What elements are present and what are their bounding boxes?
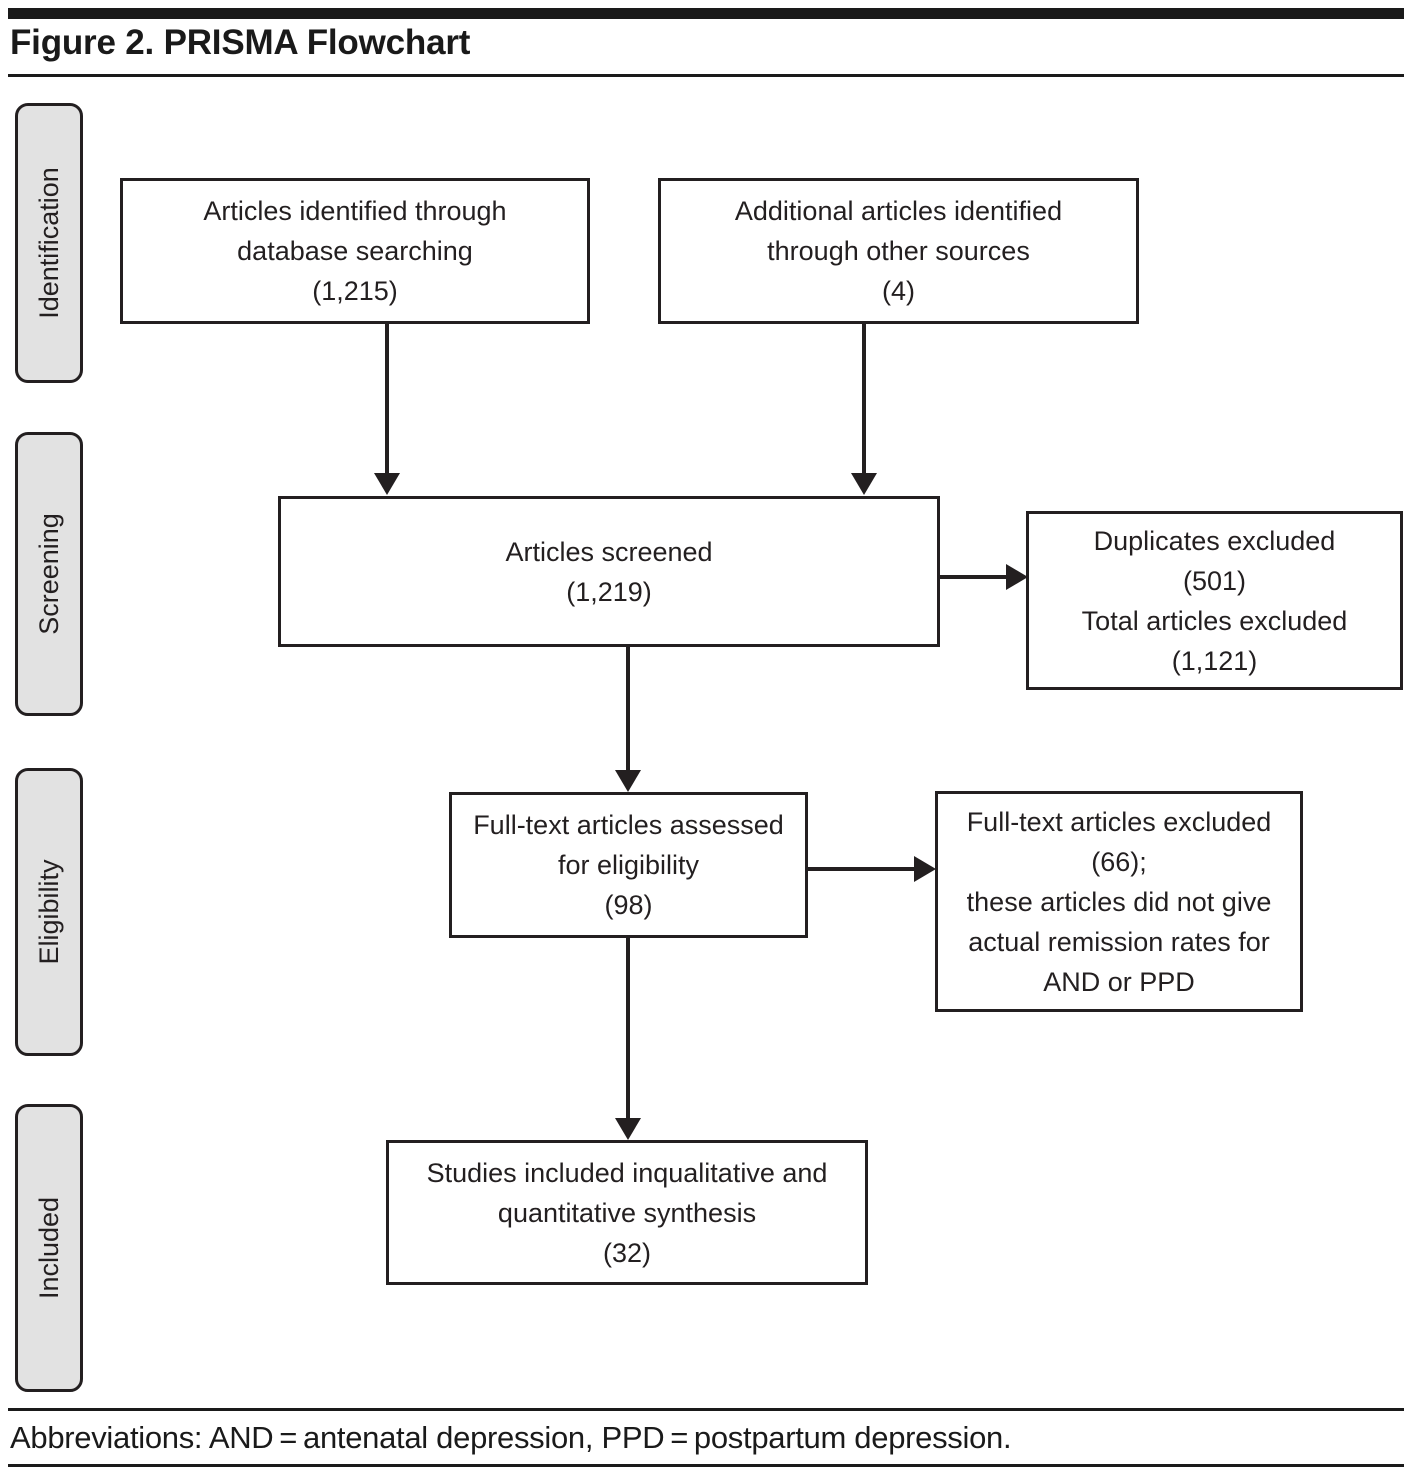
connector-screened-to-fulltext (626, 647, 630, 772)
stage-tab-included-label: Included (34, 1196, 64, 1300)
connector-database-to-screened (385, 324, 389, 476)
arrowhead-other-sources-to-screened (851, 473, 877, 495)
abbreviations-note: Abbreviations: AND = antenatal depressio… (10, 1420, 1012, 1455)
box-fulltext-excluded: Full-text articles excluded (66); these … (935, 791, 1303, 1012)
footer-rule-top (8, 1408, 1404, 1411)
stage-tab-identification-label: Identification (34, 167, 64, 319)
box-studies-included: Studies included inqualitative and quant… (386, 1140, 868, 1285)
footer-rule-bottom (8, 1464, 1404, 1467)
connector-fulltext-to-excluded (808, 867, 920, 871)
stage-tab-included: Included (15, 1104, 83, 1392)
box-articles-screened-text: Articles screened (1,219) (505, 536, 713, 607)
page-title: Figure 2. PRISMA Flowchart (10, 23, 471, 62)
box-articles-identified-database-text: Articles identified through database sea… (203, 196, 507, 306)
arrowhead-screened-to-duplicates (1006, 564, 1028, 590)
stage-tab-screening-label: Screening (34, 513, 64, 635)
box-articles-screened: Articles screened (1,219) (278, 496, 940, 647)
box-studies-included-text: Studies included inqualitative and quant… (426, 1157, 828, 1268)
box-additional-articles-other-sources: Additional articles identified through o… (658, 178, 1139, 324)
box-additional-articles-other-sources-text: Additional articles identified through o… (734, 196, 1063, 306)
stage-tab-identification: Identification (15, 103, 83, 383)
box-duplicates-excluded: Duplicates excluded (501) Total articles… (1026, 511, 1403, 690)
box-fulltext-assessed: Full-text articles assessed for eligibil… (449, 792, 808, 938)
box-fulltext-assessed-text: Full-text articles assessed for eligibil… (473, 810, 784, 920)
arrowhead-fulltext-to-excluded (914, 856, 936, 882)
box-fulltext-excluded-text: Full-text articles excluded (66); these … (966, 806, 1272, 997)
connector-other-sources-to-screened (862, 324, 866, 476)
box-duplicates-excluded-text: Duplicates excluded (501) Total articles… (1081, 525, 1348, 676)
connector-fulltext-to-included (626, 938, 630, 1120)
stage-tab-screening: Screening (15, 432, 83, 716)
arrowhead-screened-to-fulltext (615, 770, 641, 792)
connector-screened-to-duplicates (940, 575, 1012, 579)
box-articles-identified-database: Articles identified through database sea… (120, 178, 590, 324)
title-rule (8, 74, 1404, 77)
stage-tab-eligibility: Eligibility (15, 768, 83, 1056)
top-rule (8, 8, 1404, 19)
arrowhead-database-to-screened (374, 473, 400, 495)
stage-tab-eligibility-label: Eligibility (34, 859, 64, 965)
arrowhead-fulltext-to-included (615, 1118, 641, 1140)
